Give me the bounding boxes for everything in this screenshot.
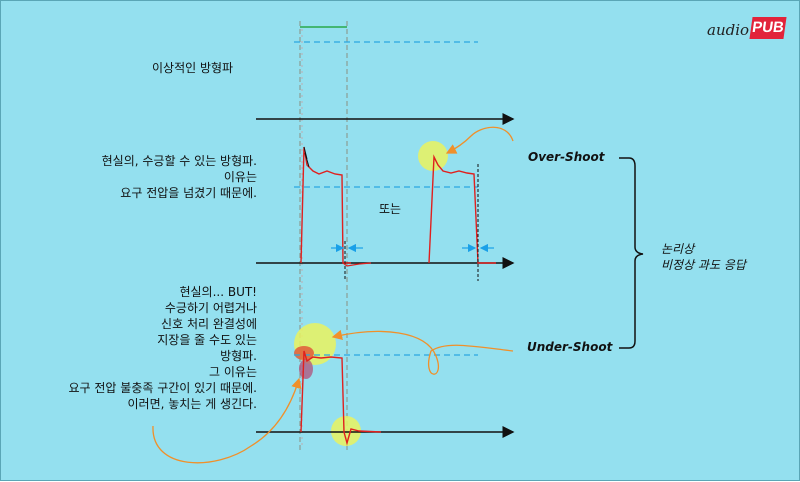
undershoot-wave <box>300 350 382 446</box>
overshoot-pointer <box>445 126 514 154</box>
real-wave-2-line-5: 방형파. <box>220 349 257 363</box>
real-wave-1-label: 현실의, 수긍할 수 있는 방형파. 이유는 요구 전압을 넘겼기 때문에. <box>61 153 257 201</box>
logo-text: audio <box>707 21 750 39</box>
logo-badge: PUB <box>749 17 787 39</box>
audiopub-logo: audio PUB <box>707 17 787 43</box>
group-label: 논리상 비정상 과도 응답 <box>661 241 746 273</box>
undershoot-purple-mark <box>299 359 313 379</box>
real-wave-2-line-4: 지장을 줄 수도 있는 <box>157 333 257 347</box>
real-wave-2-line-1: 현실의... BUT! <box>179 285 257 299</box>
ideal-wave-label: 이상적인 방형파 <box>152 61 234 75</box>
tail-1 <box>342 262 372 267</box>
group-label-line-2: 비정상 과도 응답 <box>661 258 746 272</box>
real-wave-1-line-3: 요구 전압을 넘겼기 때문에. <box>120 186 257 200</box>
undershoot-label: Under-Shoot <box>527 340 613 354</box>
group-brace <box>619 157 644 349</box>
real-wave-2-label: 현실의... BUT! 수긍하기 어렵거나 신호 처리 완결성에 지장을 줄 수… <box>11 284 258 412</box>
overshoot-highlight <box>418 141 448 171</box>
or-label: 또는 <box>379 202 402 216</box>
real-wave-1-line-2: 이유는 <box>223 170 257 184</box>
real-wave-2-line-8: 이러면, 놓치는 게 생긴다. <box>127 397 257 411</box>
real-wave-1-line-1: 현실의, 수긍할 수 있는 방형파. <box>101 154 257 168</box>
undershoot-pointer <box>331 329 514 375</box>
undershoot-highlight-bottom <box>331 416 361 446</box>
overshoot-label: Over-Shoot <box>528 150 605 164</box>
real-wave-2-line-7: 요구 전압 불충족 구간이 있기 때문에. <box>68 381 258 395</box>
annotation-swoosh <box>152 377 302 464</box>
group-label-line-1: 논리상 <box>661 242 695 256</box>
real-wave-2-line-6: 그 이유는 <box>209 365 257 379</box>
overshoot-wave-2 <box>428 154 496 264</box>
real-wave-2-line-2: 수긍하기 어렵거나 <box>164 301 257 315</box>
real-wave-2-line-3: 신호 처리 완결성에 <box>161 317 257 331</box>
overshoot-wave-1-spike <box>303 146 310 168</box>
